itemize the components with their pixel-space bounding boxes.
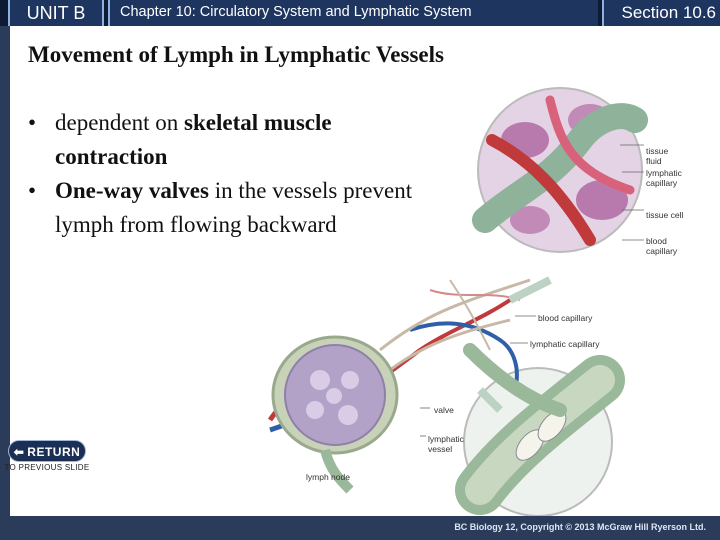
header-bar: UNIT B Chapter 10: Circulatory System an…: [0, 0, 720, 26]
label-lymphatic-vessel: lymphatic vessel: [428, 434, 464, 454]
label-valve: valve: [434, 405, 454, 415]
bullet-bold-text: skeletal muscle contraction: [55, 110, 332, 169]
footer-bar: BC Biology 12, Copyright © 2013 McGraw H…: [0, 516, 720, 540]
label-blood-capillary-mid: blood capillary: [538, 313, 593, 323]
chapter-title: Chapter 10: Circulatory System and Lymph…: [108, 0, 598, 26]
unit-label: UNIT B: [8, 0, 104, 26]
label-lymphatic-capillary-mid: lymphatic capillary: [530, 339, 600, 349]
capillary-network: [299, 278, 567, 432]
slide-title: Movement of Lymph in Lymphatic Vessels: [28, 42, 444, 67]
label-tissue-fluid: tissue fluid: [646, 146, 669, 166]
label-tissue-cell: tissue cell: [646, 210, 684, 220]
bullet-bold-text: One-way valves: [55, 178, 209, 203]
bullet-text: dependent on: [55, 110, 185, 135]
tissue-magnified-view: [472, 87, 648, 253]
return-button[interactable]: ⬅RETURN: [8, 440, 86, 462]
copyright-text: BC Biology 12, Copyright © 2013 McGraw H…: [454, 522, 706, 532]
bullet-list: dependent on skeletal muscle contraction…: [28, 106, 448, 242]
bullet-item: dependent on skeletal muscle contraction: [28, 106, 448, 174]
bullet-text: in the vessels prevent lymph from flowin…: [55, 178, 413, 237]
bullet-item: One-way valves in the vessels prevent ly…: [28, 174, 448, 242]
label-lymph-node: lymph node: [306, 472, 350, 482]
label-lymphatic-capillary-top: lymphatic capillary: [646, 168, 682, 188]
return-arrow-icon: ⬅: [13, 445, 25, 459]
return-sublabel: TO PREVIOUS SLIDE: [4, 463, 90, 472]
valve-magnified-view: [455, 355, 625, 516]
zoom-arrow-top: [508, 276, 552, 304]
label-leader-lines: [420, 144, 644, 437]
label-blood-capillary-top: blood capillary: [646, 236, 678, 256]
zoom-arrow-bottom: [477, 387, 503, 413]
lymphatic-system-illustration: [267, 87, 648, 516]
lymph-node-shape: [267, 335, 399, 494]
section-label: Section 10.6: [602, 0, 720, 26]
return-label: RETURN: [27, 445, 81, 459]
